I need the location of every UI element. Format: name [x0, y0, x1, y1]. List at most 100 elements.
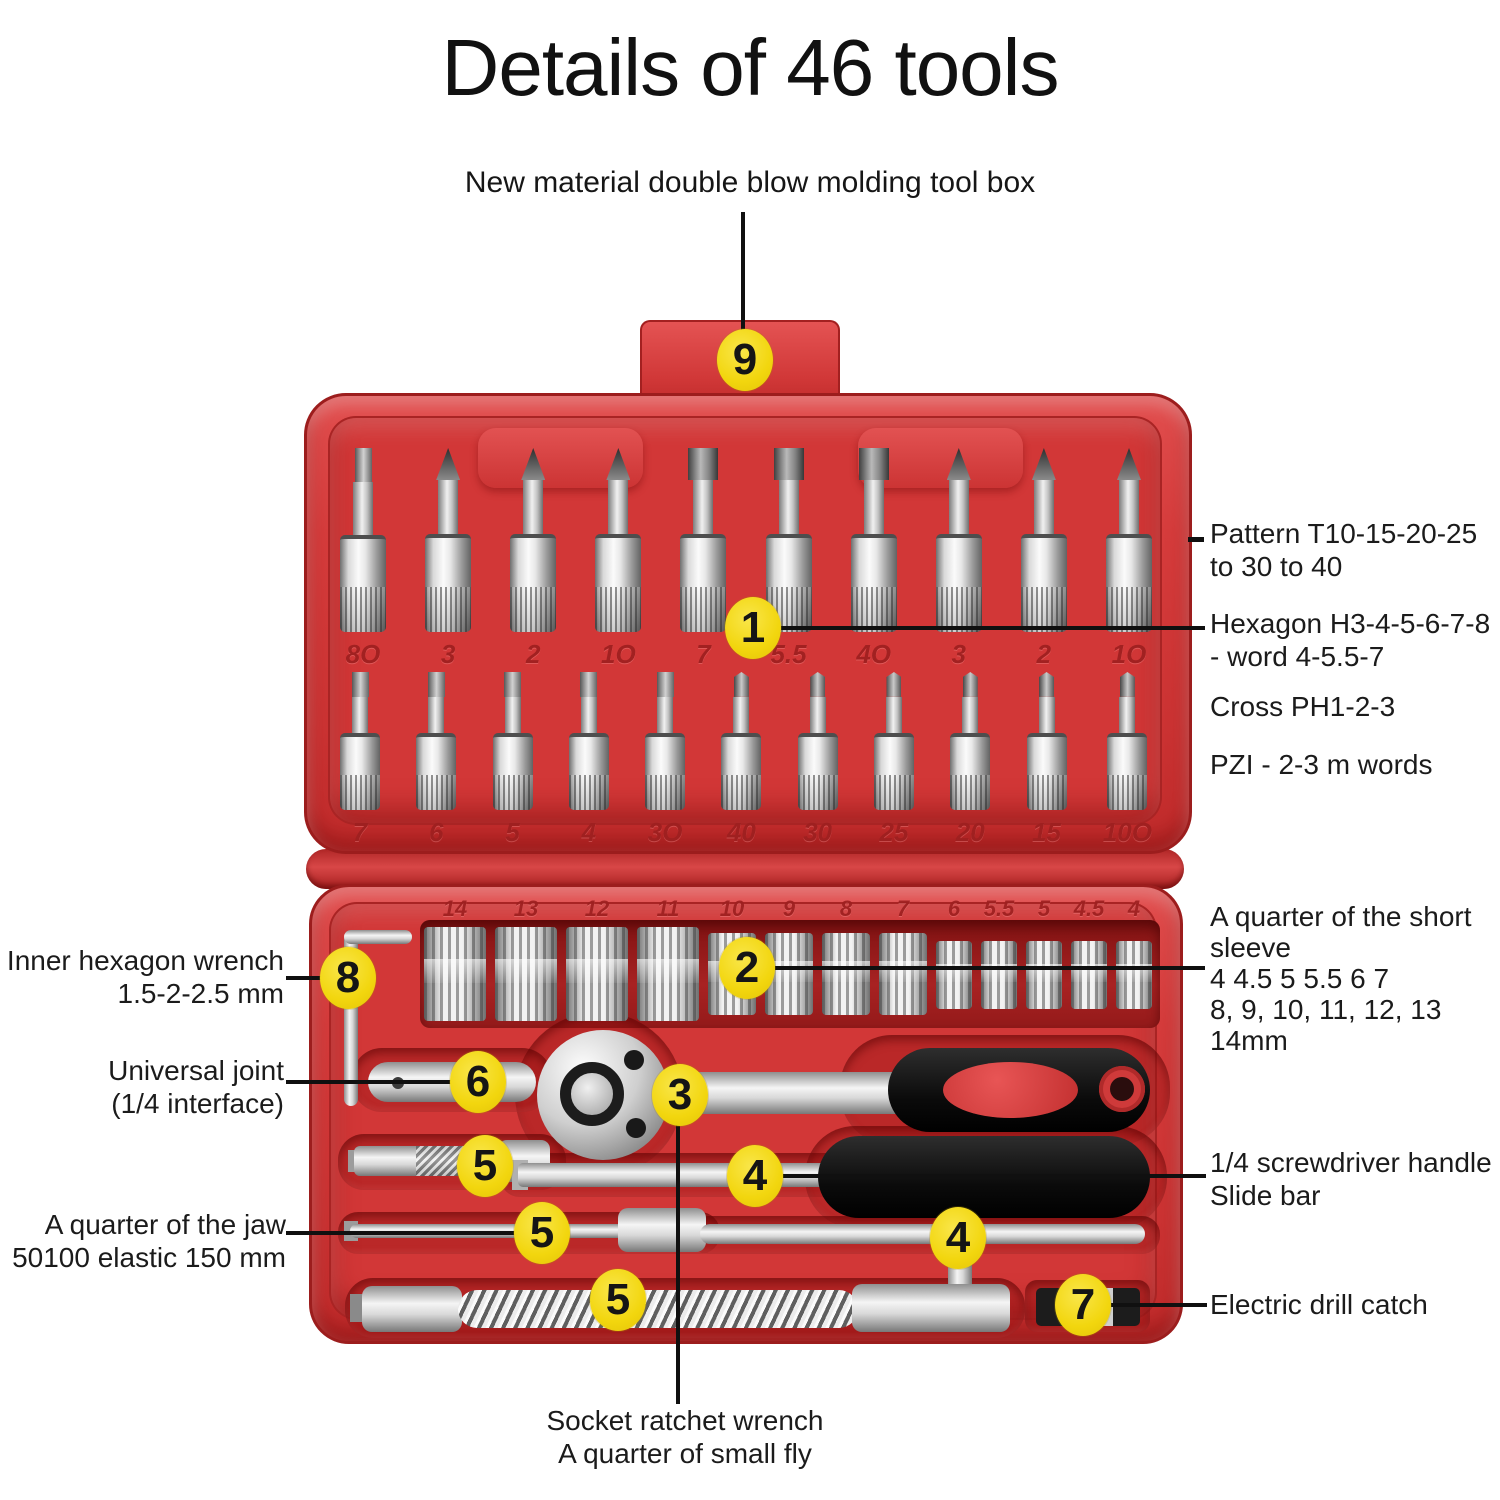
bit-size-label: 1O [1111, 639, 1147, 669]
socket-body [424, 927, 486, 1021]
torx-bit-tip [1119, 671, 1135, 697]
hex-bit-tip [656, 671, 674, 697]
label-pzi: PZI - 2-3 m words [1210, 749, 1433, 780]
bit-size-label: 3O [647, 817, 683, 847]
callout-line-screwdriver [783, 1174, 1206, 1178]
torx-bit-tip [733, 671, 749, 697]
torx-bit-tip [962, 671, 978, 697]
socket: 13 [495, 896, 557, 1021]
phillips-bit-tip [946, 448, 971, 480]
badge-6: 6 [450, 1051, 506, 1113]
flexible-extension-end [852, 1284, 1010, 1332]
socket-size-label: 13 [513, 896, 539, 921]
bit-size-label: 10O [1102, 817, 1152, 847]
tool-box-callout-label: New material double blow molding tool bo… [464, 166, 1036, 199]
bit-socket-base [1107, 733, 1148, 810]
badge-1: 1 [725, 597, 781, 659]
socket-size-label: 6 [947, 896, 961, 921]
torx-bit-tip [886, 671, 902, 697]
label-drill-catch: Electric drill catch [1210, 1289, 1428, 1320]
socket-body [1026, 941, 1062, 1009]
ratchet-pin-hole [624, 1050, 644, 1070]
callout-line-drill-catch [1111, 1303, 1207, 1307]
socket-size-label: 5.5 [983, 896, 1015, 921]
screwdriver-bit: 2 [510, 448, 557, 670]
screwdriver-bit: 30 [797, 671, 838, 848]
bit-socket-base [935, 534, 982, 632]
hex-bit-tip [351, 671, 369, 697]
badge-3: 3 [652, 1064, 708, 1126]
bit-socket-base [492, 733, 533, 810]
socket-size-label: 8 [839, 896, 853, 921]
socket: 7 [879, 896, 927, 1021]
socket: 14 [424, 896, 486, 1021]
ratchet-handle-inlay [943, 1062, 1078, 1118]
bit-size-label: 30 [803, 817, 833, 847]
bit-socket-base [1026, 733, 1067, 810]
screwdriver-bit: 8O [340, 448, 386, 670]
callout-line-ratchet [676, 1120, 680, 1404]
screwdriver-bit: 40 [721, 671, 762, 848]
bit-size-label: 25 [879, 817, 909, 847]
bit-shaft [352, 696, 368, 734]
screwdriver-bit: 3 [425, 448, 472, 670]
bit-socket-base [340, 535, 386, 632]
socket-body [1071, 941, 1107, 1009]
bit-shaft [353, 481, 373, 536]
callout-line-jaw [286, 1231, 520, 1235]
screwdriver-bit: 4O [850, 448, 897, 670]
bit-size-label: 20 [955, 817, 985, 847]
bit-size-label: 2 [525, 639, 541, 669]
bit-shaft [438, 480, 459, 534]
bit-socket-base [765, 534, 812, 632]
socket-size-label: 4 [1127, 896, 1141, 921]
callout-line-hex-key [286, 976, 326, 980]
long-extension-coupler [618, 1208, 706, 1252]
flexible-extension-spring [458, 1290, 858, 1328]
bit-socket-base [416, 733, 457, 810]
bit-socket-base [1105, 534, 1152, 632]
bit-socket-base [721, 733, 762, 810]
socket-size-label: 5 [1037, 896, 1051, 921]
screwdriver-bit: 7 [340, 671, 380, 848]
bit-size-label: 5 [505, 817, 520, 847]
bit-size-label: 3 [440, 639, 456, 669]
screwdriver-bit: 1O [1105, 448, 1152, 670]
bit-size-label: 15 [1032, 817, 1061, 847]
bit-shaft [523, 480, 544, 534]
label-universal-joint: Universal joint(1/4 interface) [108, 1055, 284, 1119]
socket-size-label: 11 [656, 896, 680, 921]
hex-key-wrench [344, 930, 412, 944]
socket-body [822, 933, 870, 1015]
bit-size-label: 7 [352, 817, 368, 847]
bit-size-label: 8O [345, 639, 381, 669]
socket: 4.5 [1071, 896, 1107, 1021]
socket-size-label: 12 [584, 896, 610, 921]
socket-body [936, 941, 972, 1009]
hex-bit-tip [427, 671, 445, 697]
ratchet-drive-ring [560, 1062, 624, 1126]
bit-shaft [863, 480, 884, 534]
bit-socket-base [1020, 534, 1067, 632]
screwdriver-bit: 20 [950, 671, 991, 848]
label-cross: Cross PH1-2-3 [1210, 691, 1396, 722]
bit-shaft [693, 480, 714, 534]
socket-size-label: 9 [782, 896, 796, 921]
phillips-bit-tip [521, 448, 546, 480]
socket: 11 [637, 896, 699, 1021]
socket-size-label: 14 [442, 896, 468, 921]
bit-size-label: 2 [1036, 639, 1052, 669]
bit-socket-base [950, 733, 991, 810]
socket: 5.5 [981, 896, 1017, 1021]
callout-line-bits [781, 626, 1205, 630]
callout-line-universal-joint [286, 1080, 456, 1084]
bit-shaft [1038, 696, 1055, 734]
bit-socket-base [873, 733, 914, 810]
phillips-bit-tip [606, 448, 631, 480]
